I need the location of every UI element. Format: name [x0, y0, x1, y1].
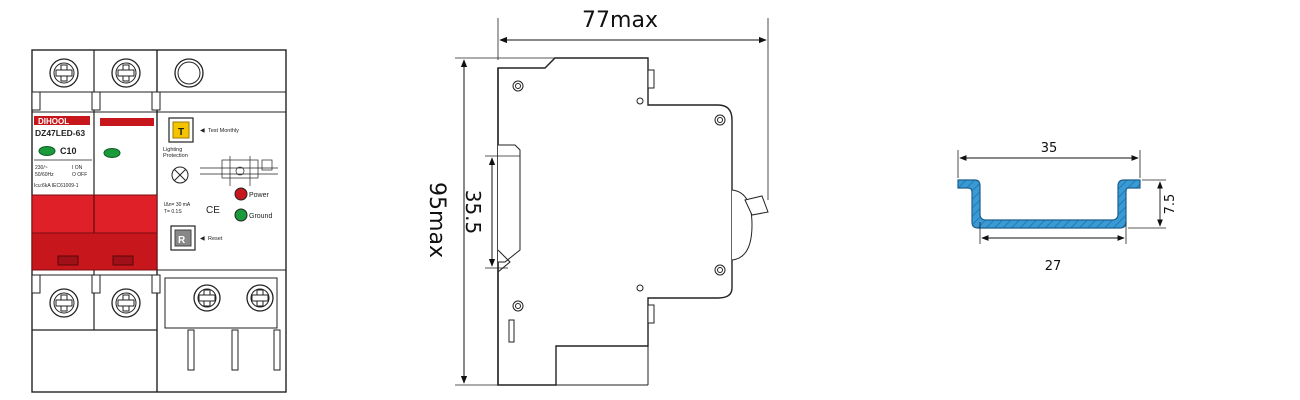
- top-terminal-screw-1: [49, 58, 79, 88]
- bottom-terminal-screw-1: [49, 288, 79, 318]
- rail-dim-label: 35.5: [461, 190, 485, 235]
- ground-label: Ground: [249, 213, 272, 220]
- pole2-red-strip: [100, 118, 154, 126]
- brand-text: DIHOOL: [38, 117, 69, 126]
- rail-bottom-width-label: 27: [1045, 259, 1062, 274]
- test-button-letter: T: [178, 127, 184, 138]
- rail-bottom-dimension: 27: [979, 222, 1127, 274]
- bottom-terminal-screw-4: [246, 284, 274, 312]
- rail-height-dimension: 7.5: [1128, 179, 1178, 229]
- rating-text: C10: [60, 146, 77, 156]
- spec-off: O OFF: [72, 172, 87, 178]
- ground-indicator: [234, 208, 248, 222]
- arrow-left-icon: ◀: [200, 128, 205, 134]
- rail-top-width-label: 35: [1041, 141, 1058, 156]
- width-dimension: 77max: [497, 8, 769, 200]
- height-dim-label: 95max: [424, 182, 449, 258]
- breaker-side-view: [497, 57, 769, 386]
- reset-label: Reset: [208, 236, 223, 242]
- arrow-left-icon-2: ◀: [200, 236, 205, 242]
- trip-time-text: T= 0.1S: [164, 209, 182, 215]
- power-indicator: [234, 187, 248, 201]
- width-dim-label: 77max: [582, 8, 658, 33]
- status-indicator-right: [103, 148, 121, 158]
- bottom-terminal-screw-2: [111, 288, 141, 318]
- power-label: Power: [249, 192, 270, 199]
- brand-badge: [34, 116, 90, 125]
- height-dimension: 95max: [424, 57, 555, 386]
- spec-on: I ON: [72, 165, 83, 171]
- residual-current-text: IΔn= 30 mA: [164, 202, 191, 208]
- top-terminal-screw-2: [111, 58, 141, 88]
- bottom-terminal-screw-3: [193, 284, 221, 312]
- rail-dimension: 35.5: [461, 155, 520, 269]
- test-monthly-label: Test Monthly: [208, 128, 239, 134]
- spec-voltage: 230/~: [35, 165, 48, 171]
- breaker-front-view: DIHOOL DZ47LED-63 C10 230/~ 50/60Hz I ON…: [31, 49, 287, 393]
- spec-frequency: 50/60Hz: [35, 172, 54, 178]
- reset-button-letter: R: [178, 235, 186, 246]
- rail-height-label: 7.5: [1163, 194, 1178, 215]
- din-rail-profile: [957, 179, 1141, 229]
- status-indicator-left: [38, 146, 56, 156]
- standard-text: Icu:6kA IEC61009-1: [34, 183, 79, 189]
- ce-mark: CE: [206, 205, 220, 216]
- rail-top-dimension: 35: [957, 141, 1141, 178]
- model-text: DZ47LED-63: [35, 128, 85, 138]
- wiring-schematic: [200, 156, 278, 186]
